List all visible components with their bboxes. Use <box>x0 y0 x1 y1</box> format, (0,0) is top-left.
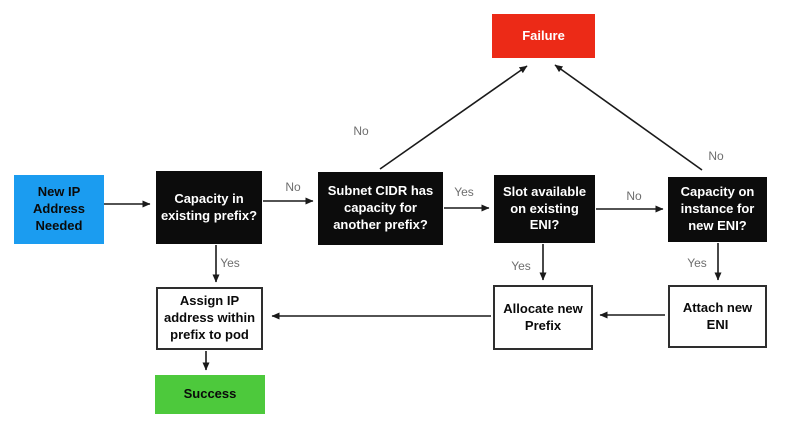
node-allocate-new-prefix-label: Allocate new Prefix <box>503 300 583 333</box>
node-capacity-on-instance-new-eni: Capacity on instance for new ENI? <box>668 177 767 242</box>
edge-label-no-capacity-instance: No <box>708 149 724 163</box>
node-success: Success <box>155 375 265 414</box>
node-new-ip-address-needed: New IP Address Needed <box>14 175 104 244</box>
node-capacity-on-instance-new-eni-label: Capacity on instance for new ENI? <box>680 184 755 233</box>
node-slot-available-existing-eni: Slot available on existing ENI? <box>494 175 595 243</box>
node-capacity-in-existing-prefix-label: Capacity in existing prefix? <box>160 190 258 223</box>
node-new-ip-address-needed-label: New IP Address Needed <box>32 184 86 233</box>
node-allocate-new-prefix: Allocate new Prefix <box>493 285 593 350</box>
node-subnet-cidr-capacity: Subnet CIDR has capacity for another pre… <box>318 172 443 245</box>
node-attach-new-eni-label: Attach new ENI <box>682 299 753 332</box>
node-assign-ip-to-pod: Assign IP address within prefix to pod <box>156 287 263 350</box>
arrow-subnet-cidr-to-failure <box>379 65 528 170</box>
edge-label-no-capacity-prefix: No <box>285 180 301 194</box>
arrow-capacity-instance-to-failure <box>554 64 703 171</box>
node-assign-ip-to-pod-label: Assign IP address within prefix to pod <box>163 293 256 342</box>
node-attach-new-eni: Attach new ENI <box>668 285 767 348</box>
node-failure-label: Failure <box>522 27 565 43</box>
edge-label-no-subnet-cidr: No <box>353 124 369 138</box>
edge-label-yes-capacity-prefix: Yes <box>220 256 240 270</box>
edge-label-yes-slot-available: Yes <box>511 259 531 273</box>
node-capacity-in-existing-prefix: Capacity in existing prefix? <box>156 171 262 244</box>
edge-label-no-slot-available: No <box>626 189 642 203</box>
node-slot-available-existing-eni-label: Slot available on existing ENI? <box>502 183 587 233</box>
node-failure: Failure <box>492 14 595 58</box>
node-subnet-cidr-capacity-label: Subnet CIDR has capacity for another pre… <box>327 183 434 232</box>
node-success-label: Success <box>183 386 237 402</box>
edge-label-yes-capacity-instance: Yes <box>687 256 707 270</box>
edge-label-yes-subnet-cidr: Yes <box>454 185 474 199</box>
